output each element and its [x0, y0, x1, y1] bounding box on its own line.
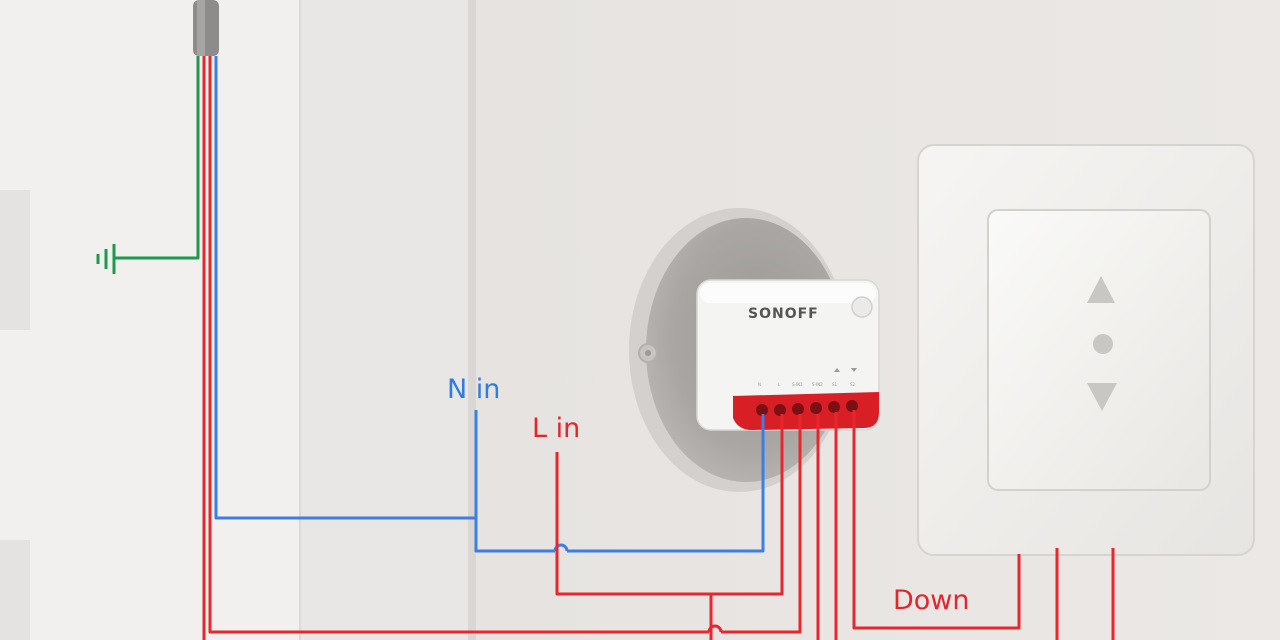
n-in-label: N in: [447, 374, 500, 405]
ground-wire: [114, 56, 200, 260]
live-supply-wire-2: [208, 56, 709, 634]
terminal-label-s1: S1: [832, 382, 838, 387]
terminal-screw: [828, 401, 840, 413]
live-in-wire: [555, 452, 713, 640]
cable-sheath-highlight: [197, 0, 205, 56]
module-brand-label: SONOFF: [748, 306, 819, 322]
ground-symbol-icon: [96, 244, 116, 274]
terminal-label-s2: S2: [850, 382, 856, 387]
neutral-crossover: [553, 543, 569, 552]
down-label: Down: [893, 585, 970, 616]
live-crossover: [707, 624, 723, 633]
down-arrow-icon: [1087, 383, 1117, 411]
l-in-label: L in: [532, 413, 580, 444]
terminal-label-l: L: [778, 382, 781, 387]
module-pair-button[interactable]: [851, 296, 873, 318]
left-wall-vent-lower: [0, 540, 30, 640]
center-dot-icon: [1093, 334, 1113, 354]
cable-sheath: [193, 0, 219, 56]
neutral-in-wire: [474, 410, 555, 553]
live-in-to-module-wire: [711, 414, 784, 596]
left-wall-panel: [0, 0, 300, 640]
tiny-down-arrow-icon: [851, 368, 857, 372]
module-body: [696, 279, 880, 431]
terminal-screw: [810, 402, 822, 414]
module-top-highlight: [700, 283, 876, 303]
neutral-to-module-wire: [567, 414, 765, 553]
terminal-label-sin1: S-IN1: [792, 382, 803, 387]
live-to-module-wire: [721, 414, 802, 634]
shutter-switch: [917, 144, 1255, 556]
sonoff-module: SONOFF N L S-IN1 S-IN2 S1 S2: [696, 279, 880, 431]
door-frame-shadow: [468, 0, 476, 640]
terminal-screw: [774, 404, 786, 416]
terminal-screw: [846, 400, 858, 412]
tiny-up-arrow-icon: [834, 368, 840, 372]
terminal-label-n: N: [758, 382, 761, 387]
terminal-screw: [756, 404, 768, 416]
terminal-screws: [756, 400, 858, 416]
terminal-block: [733, 392, 879, 430]
left-wall-vent: [0, 190, 30, 330]
door-frame: [300, 0, 470, 640]
wires: [114, 56, 1115, 640]
terminal-label-sin2: S-IN2: [812, 382, 823, 387]
wall-box-screw-head: [645, 350, 651, 356]
down-wire: [852, 410, 1021, 630]
terminal-screw: [792, 403, 804, 415]
neutral-supply-wire: [214, 56, 476, 520]
up-arrow-icon: [1087, 276, 1115, 303]
